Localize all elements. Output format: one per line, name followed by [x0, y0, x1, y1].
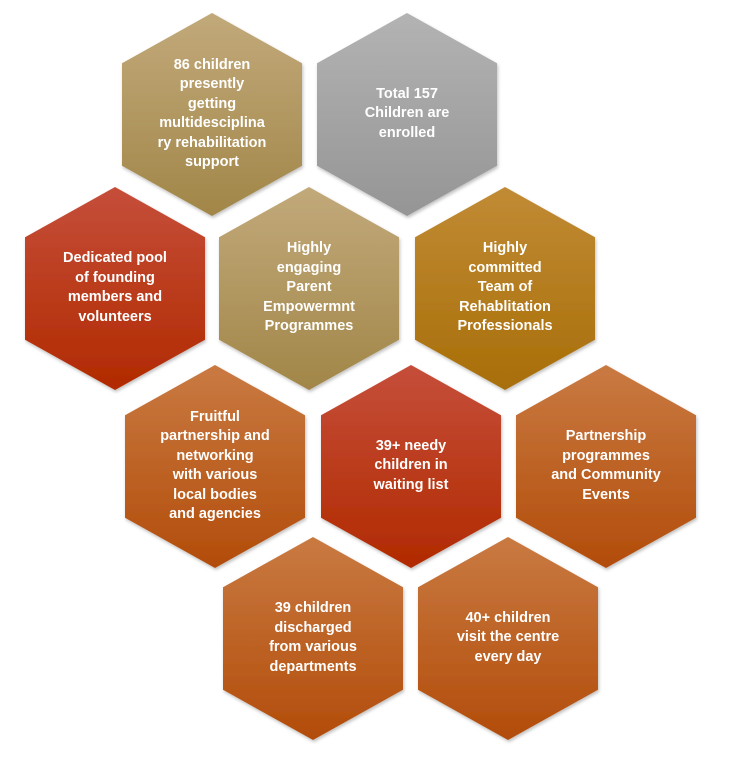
- hexagon-item: Total 157 Children are enrolled: [316, 12, 498, 217]
- hexagon-label: Highly committed Team of Rehablitation P…: [457, 240, 553, 335]
- hexagon-label: Dedicated pool of founding members and v…: [63, 250, 167, 325]
- hexagon-icon: [317, 12, 497, 216]
- hexagon-label: 39+ needy children in waiting list: [373, 437, 449, 493]
- hexagon-shape: [219, 186, 399, 390]
- hexagon-icon: [25, 186, 205, 390]
- hexagon-label: 86 children presently getting multidesci…: [157, 56, 267, 171]
- hexagon-shape: [321, 364, 501, 568]
- hexagon-shape: [516, 364, 696, 568]
- hexagon-item: Dedicated pool of founding members and v…: [24, 186, 206, 391]
- hexagon-label: Highly engaging Parent Empowermnt Progra…: [263, 240, 355, 335]
- hexagon-item: Highly committed Team of Rehablitation P…: [414, 186, 596, 391]
- hexagon-shape: [25, 186, 205, 390]
- hexagon-item: 86 children presently getting multidesci…: [121, 12, 303, 217]
- hexagon-item: Highly engaging Parent Empowermnt Progra…: [218, 186, 400, 391]
- hexagon-label: Partnership programmes and Community Eve…: [551, 428, 661, 503]
- hexagon-icon: [516, 364, 696, 568]
- hexagon-item: Fruitful partnership and networking with…: [124, 364, 306, 569]
- hexagon-icon: [415, 186, 595, 390]
- hexagon-label: Fruitful partnership and networking with…: [160, 408, 270, 523]
- hexagon-icon: [418, 536, 598, 740]
- hexagon-shape: [418, 536, 598, 740]
- hexagon-label: 39 children discharged from various depa…: [269, 600, 357, 675]
- hexagon-icon: [321, 364, 501, 568]
- hexagon-shape: [125, 364, 305, 568]
- hexagon-shape: [317, 12, 497, 216]
- hexagon-item: 39+ needy children in waiting list: [320, 364, 502, 569]
- hexagon-shape: [415, 186, 595, 390]
- hexagon-item: 40+ children visit the centre every day: [417, 536, 599, 741]
- hexagon-label: 40+ children visit the centre every day: [456, 609, 560, 665]
- hexagon-icon: [223, 536, 403, 740]
- hexagon-item: Partnership programmes and Community Eve…: [515, 364, 697, 569]
- hexagon-icon: [125, 364, 305, 568]
- hexagon-label: Total 157 Children are enrolled: [364, 85, 450, 141]
- hexagon-icon: [219, 186, 399, 390]
- hexagon-shape: [223, 536, 403, 740]
- hexagon-shape: [122, 12, 302, 216]
- hexagon-icon: [122, 12, 302, 216]
- hexagon-item: 39 children discharged from various depa…: [222, 536, 404, 741]
